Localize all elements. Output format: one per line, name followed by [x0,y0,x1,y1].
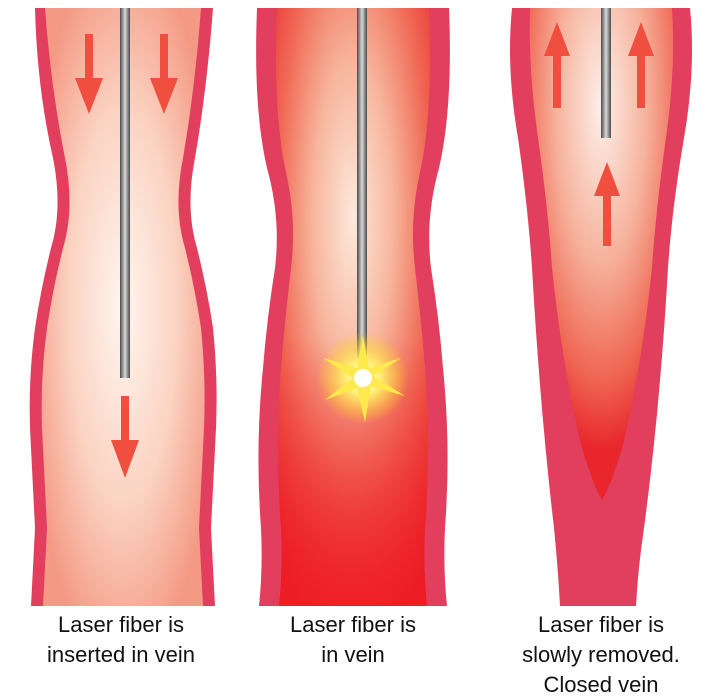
vein-panel-firing [253,8,453,606]
laser-fiber [357,8,367,358]
heat-zone [276,8,430,606]
laser-fiber [601,8,611,138]
caption-in-vein: Laser fiber is in vein [238,610,468,670]
laser-flash-icon [317,332,409,424]
caption-inserted: Laser fiber is inserted in vein [6,610,236,670]
vein-panel-closed [500,8,700,606]
laser-fiber [120,8,130,378]
caption-removed: Laser fiber is slowly removed. Closed ve… [486,610,716,700]
vein-panel-inserted [23,8,223,606]
